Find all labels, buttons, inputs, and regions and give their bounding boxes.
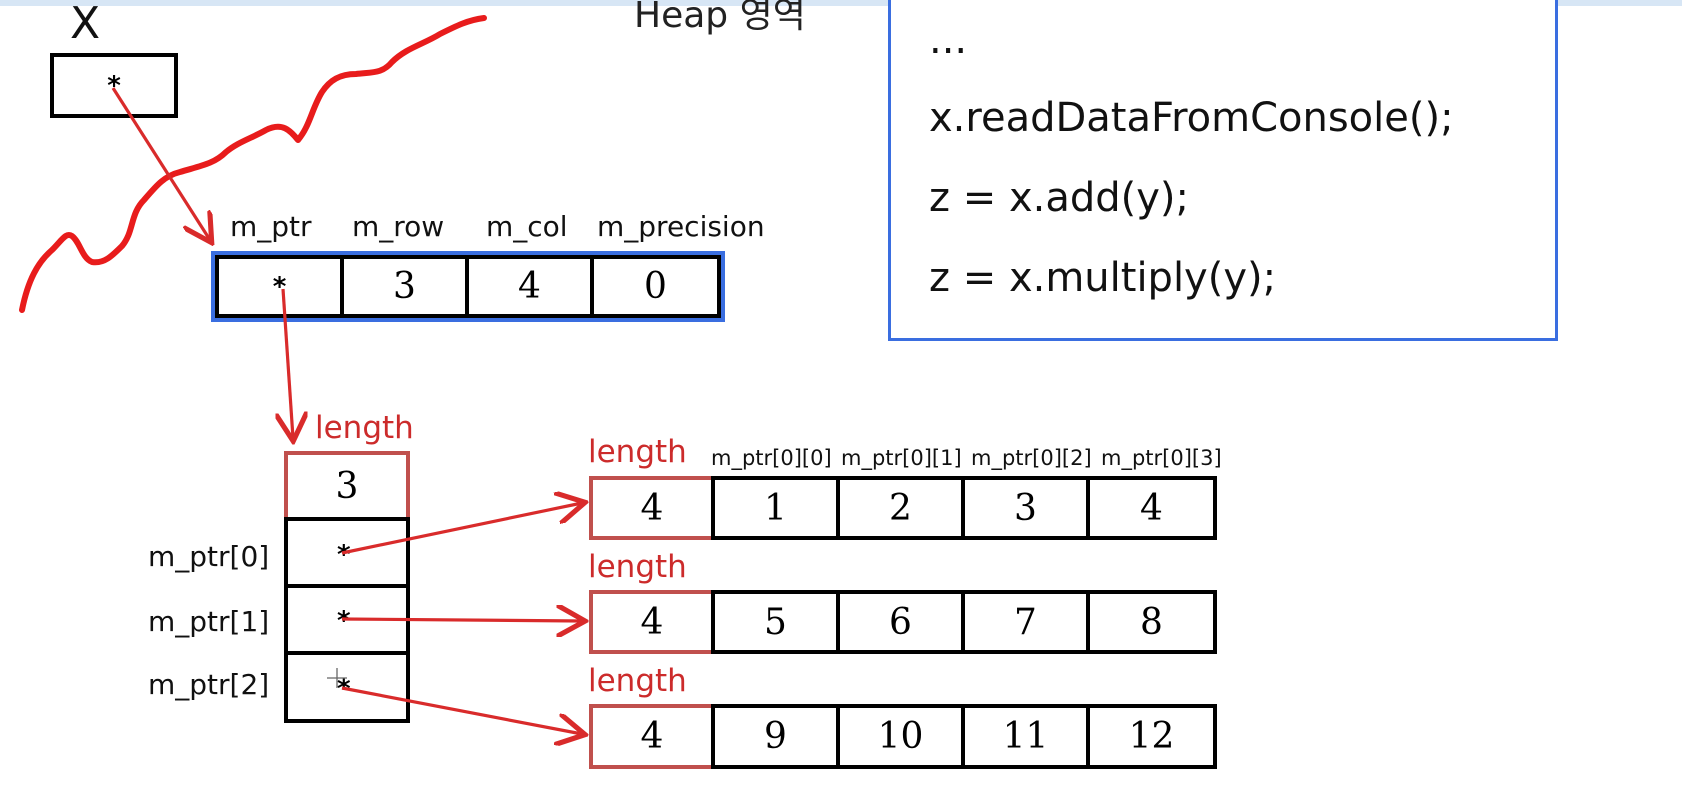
row-0-length-label: length: [588, 434, 687, 470]
code-line-ellipsis: ...: [929, 17, 968, 63]
row-label-2: m_ptr[2]: [148, 668, 270, 701]
pointer-array-length-label: length: [315, 410, 414, 446]
variable-x-box: *: [50, 53, 178, 118]
column-header-2: m_ptr[0][2]: [971, 446, 1092, 470]
pointer-array-glyph-1: *: [337, 606, 351, 636]
column-header-0: m_ptr[0][0]: [711, 446, 832, 470]
code-line-add: z = x.add(y);: [929, 175, 1189, 221]
row-2-cell-0: 9: [711, 704, 840, 769]
row-0-length-cell: 4: [589, 476, 715, 540]
heap-title: Heap 영역: [634, 0, 806, 36]
code-line-multiply: z = x.multiply(y);: [929, 255, 1277, 301]
row-2-cell-3: 12: [1086, 704, 1217, 769]
code-line-read: x.readDataFromConsole();: [929, 95, 1454, 141]
row-label-0: m_ptr[0]: [148, 540, 270, 573]
row-1-cell-3: 8: [1086, 590, 1217, 654]
arrow-m-ptr-to-pointer-array: [283, 288, 293, 438]
row-1-cell-0: 5: [711, 590, 840, 654]
row-2-cell-1: 10: [836, 704, 965, 769]
row-0-cell-2: 3: [961, 476, 1090, 540]
pointer-array-glyph-0: *: [337, 540, 351, 570]
matrix-field-m-row: 3: [340, 255, 469, 318]
cursor-crosshair-icon: [327, 668, 347, 688]
row-1-cell-2: 7: [961, 590, 1090, 654]
row-0-cell-0: 1: [711, 476, 840, 540]
arrow-row-0: [341, 503, 582, 555]
field-label-m-precision: m_precision: [597, 210, 765, 243]
arrow-x-to-object: [111, 87, 210, 240]
column-header-3: m_ptr[0][3]: [1101, 446, 1222, 470]
row-0-cell-3: 4: [1086, 476, 1217, 540]
arrow-row-2: [341, 686, 582, 734]
matrix-field-m-precision: 0: [590, 255, 721, 318]
row-2-length-cell: 4: [589, 704, 715, 769]
row-label-1: m_ptr[1]: [148, 605, 270, 638]
window-top-strip: [0, 0, 1682, 6]
field-label-m-ptr: m_ptr: [230, 210, 312, 243]
column-header-1: m_ptr[0][1]: [841, 446, 962, 470]
row-2-length-label: length: [588, 663, 687, 699]
row-0-cell-1: 2: [836, 476, 965, 540]
pointer-array-cell-2: [284, 651, 410, 723]
variable-x-label: X: [70, 0, 101, 49]
field-label-m-col: m_col: [486, 210, 568, 243]
scribble-mark: [19, 15, 487, 313]
row-1-length-label: length: [588, 549, 687, 585]
code-panel: ... x.readDataFromConsole(); z = x.add(y…: [888, 0, 1558, 341]
field-label-m-row: m_row: [352, 210, 445, 243]
matrix-object-outline: [211, 251, 725, 322]
matrix-field-m-ptr: *: [215, 255, 344, 318]
arrow-row-1: [341, 619, 582, 621]
